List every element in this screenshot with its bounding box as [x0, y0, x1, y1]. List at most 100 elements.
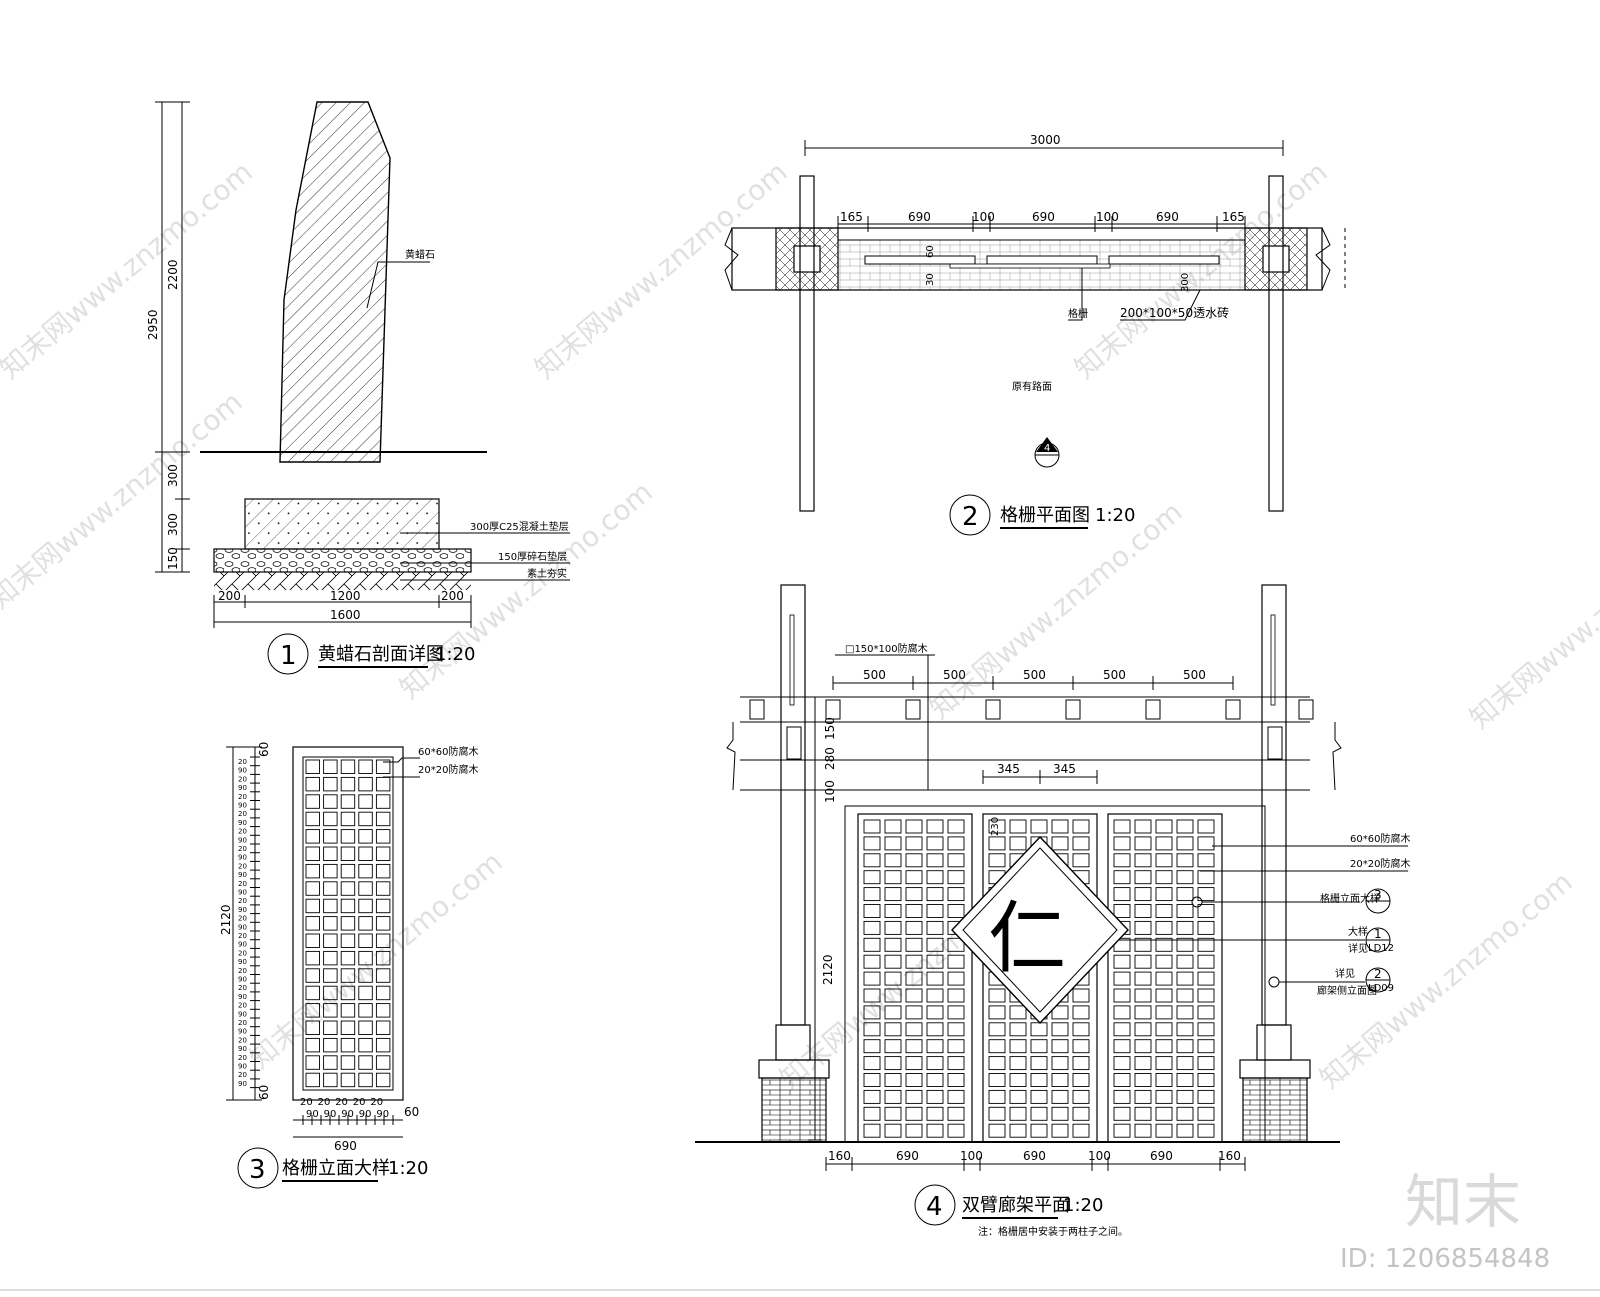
dim-60: 60	[925, 245, 936, 258]
dim-500: 500	[1183, 668, 1206, 682]
grille-cell	[375, 759, 391, 774]
grille-cell	[358, 881, 373, 896]
grille-cell	[1113, 836, 1131, 851]
grille-cell	[1009, 1073, 1027, 1087]
grille-cell	[905, 988, 923, 1003]
grille-cell	[323, 985, 338, 1001]
grille-cell	[1176, 920, 1194, 935]
label-road: 原有路面	[1012, 380, 1052, 393]
drawing-title: 黄蜡石剖面详图	[318, 644, 444, 665]
dim-2120: 2120	[219, 904, 233, 935]
grille-cell	[375, 1003, 391, 1018]
grille-cell	[340, 881, 356, 896]
ref-sheet: LD12	[1368, 943, 1394, 954]
grille-cell	[926, 887, 944, 902]
purlin-block	[1065, 699, 1081, 720]
grille-spacing-label: 90	[238, 871, 247, 879]
dim-500: 500	[863, 668, 886, 682]
grille-spacing-label: 90	[238, 854, 247, 862]
grille-cell	[1051, 1073, 1069, 1087]
dim-690: 690	[908, 210, 931, 224]
grille-cell	[926, 1073, 944, 1087]
grille-spacing-label: 20	[238, 932, 247, 940]
grille-cell	[358, 950, 373, 966]
grille-cell	[1197, 954, 1215, 969]
grille-cell	[1030, 1123, 1048, 1138]
grille-spacing-label: 90	[238, 819, 247, 827]
break-line-left	[724, 227, 739, 291]
grille-cell	[1155, 920, 1173, 935]
drawing-4-pergola: □150*100防腐木 500 500 500 500 500 150 280 …	[695, 584, 1410, 1238]
dim-60-top: 60	[257, 742, 271, 757]
grille-cell	[1155, 1056, 1173, 1071]
grille-cell	[375, 985, 391, 1001]
label-60: 60*60防腐木	[418, 745, 478, 758]
grille-cell	[340, 829, 356, 844]
dim-ticks	[825, 1157, 1246, 1171]
grille-cell	[340, 1072, 356, 1088]
grille-cell	[905, 887, 923, 902]
grille-cell	[1155, 1005, 1173, 1020]
drawing-title: 格栅立面大样	[282, 1158, 390, 1179]
grille-cell	[375, 916, 391, 931]
grille-spacing-label: 90	[238, 1080, 247, 1088]
grille-cell	[375, 898, 391, 914]
grille-spacing-label: 90	[238, 923, 247, 931]
grille-cell	[1176, 1089, 1194, 1104]
grille-cell	[340, 1020, 356, 1035]
leader-grille	[1068, 268, 1083, 321]
grille-cell	[340, 1055, 356, 1070]
beam-right	[1268, 175, 1284, 512]
grille-cell	[305, 776, 320, 792]
image-id: ID: 1206854848	[1340, 1244, 1550, 1274]
grille-spacing-label: 20	[238, 862, 247, 870]
grille-cell	[905, 1073, 923, 1087]
grille-cell	[305, 863, 320, 879]
grille-cell	[905, 1106, 923, 1121]
grille-cell	[905, 1089, 923, 1104]
dim-60-bottom: 60	[257, 1085, 271, 1100]
grille-cell	[863, 1106, 881, 1121]
grille-cell	[1072, 1106, 1090, 1121]
label-20: 20*20防腐木	[1350, 857, 1410, 870]
grille-spacing-label: 90	[306, 1109, 319, 1120]
grille-cell	[926, 1123, 944, 1138]
watermark-text: 知末网www.znzmo.com	[0, 385, 249, 615]
grille-spacing-label: 20	[238, 984, 247, 992]
grille-cell	[905, 1039, 923, 1054]
dim-165-left: 165	[840, 210, 863, 224]
grille-cell	[884, 937, 902, 952]
grille-cell	[863, 1022, 881, 1037]
grille-cell	[1197, 904, 1215, 918]
grille-cell	[1176, 1039, 1194, 1054]
purlin-blocks	[749, 699, 1314, 720]
grille-cell	[340, 1037, 356, 1053]
grille-cell	[1155, 971, 1173, 986]
grille-cell	[947, 1022, 965, 1037]
grille-cell	[1134, 937, 1152, 952]
grille-cell	[1009, 1022, 1027, 1037]
grille-cell	[1009, 1056, 1027, 1071]
dim-ticks	[832, 676, 1234, 690]
grille-cell	[1134, 920, 1152, 935]
beam-left	[799, 175, 815, 512]
dim-160: 160	[1218, 1149, 1241, 1163]
watermark-text: 知末网www.znzmo.com	[528, 155, 793, 385]
grille-cell	[1197, 1022, 1215, 1037]
grille-cell	[323, 1055, 338, 1070]
dim-150: 150	[823, 717, 837, 740]
grille-cell	[905, 920, 923, 935]
grille-cell	[1155, 1073, 1173, 1087]
plinth-cap-right	[1239, 1059, 1311, 1079]
grille-cell	[1134, 988, 1152, 1003]
grille-cell	[1197, 1039, 1215, 1054]
grille-cell	[1051, 1106, 1069, 1121]
drawing-scale: 1:20	[1063, 1195, 1103, 1216]
grille-cell	[305, 1055, 320, 1070]
label-grille: 格栅	[1068, 307, 1088, 320]
drawing-number: 1	[280, 641, 297, 671]
grille-cell	[863, 988, 881, 1003]
grille-cell	[884, 1106, 902, 1121]
